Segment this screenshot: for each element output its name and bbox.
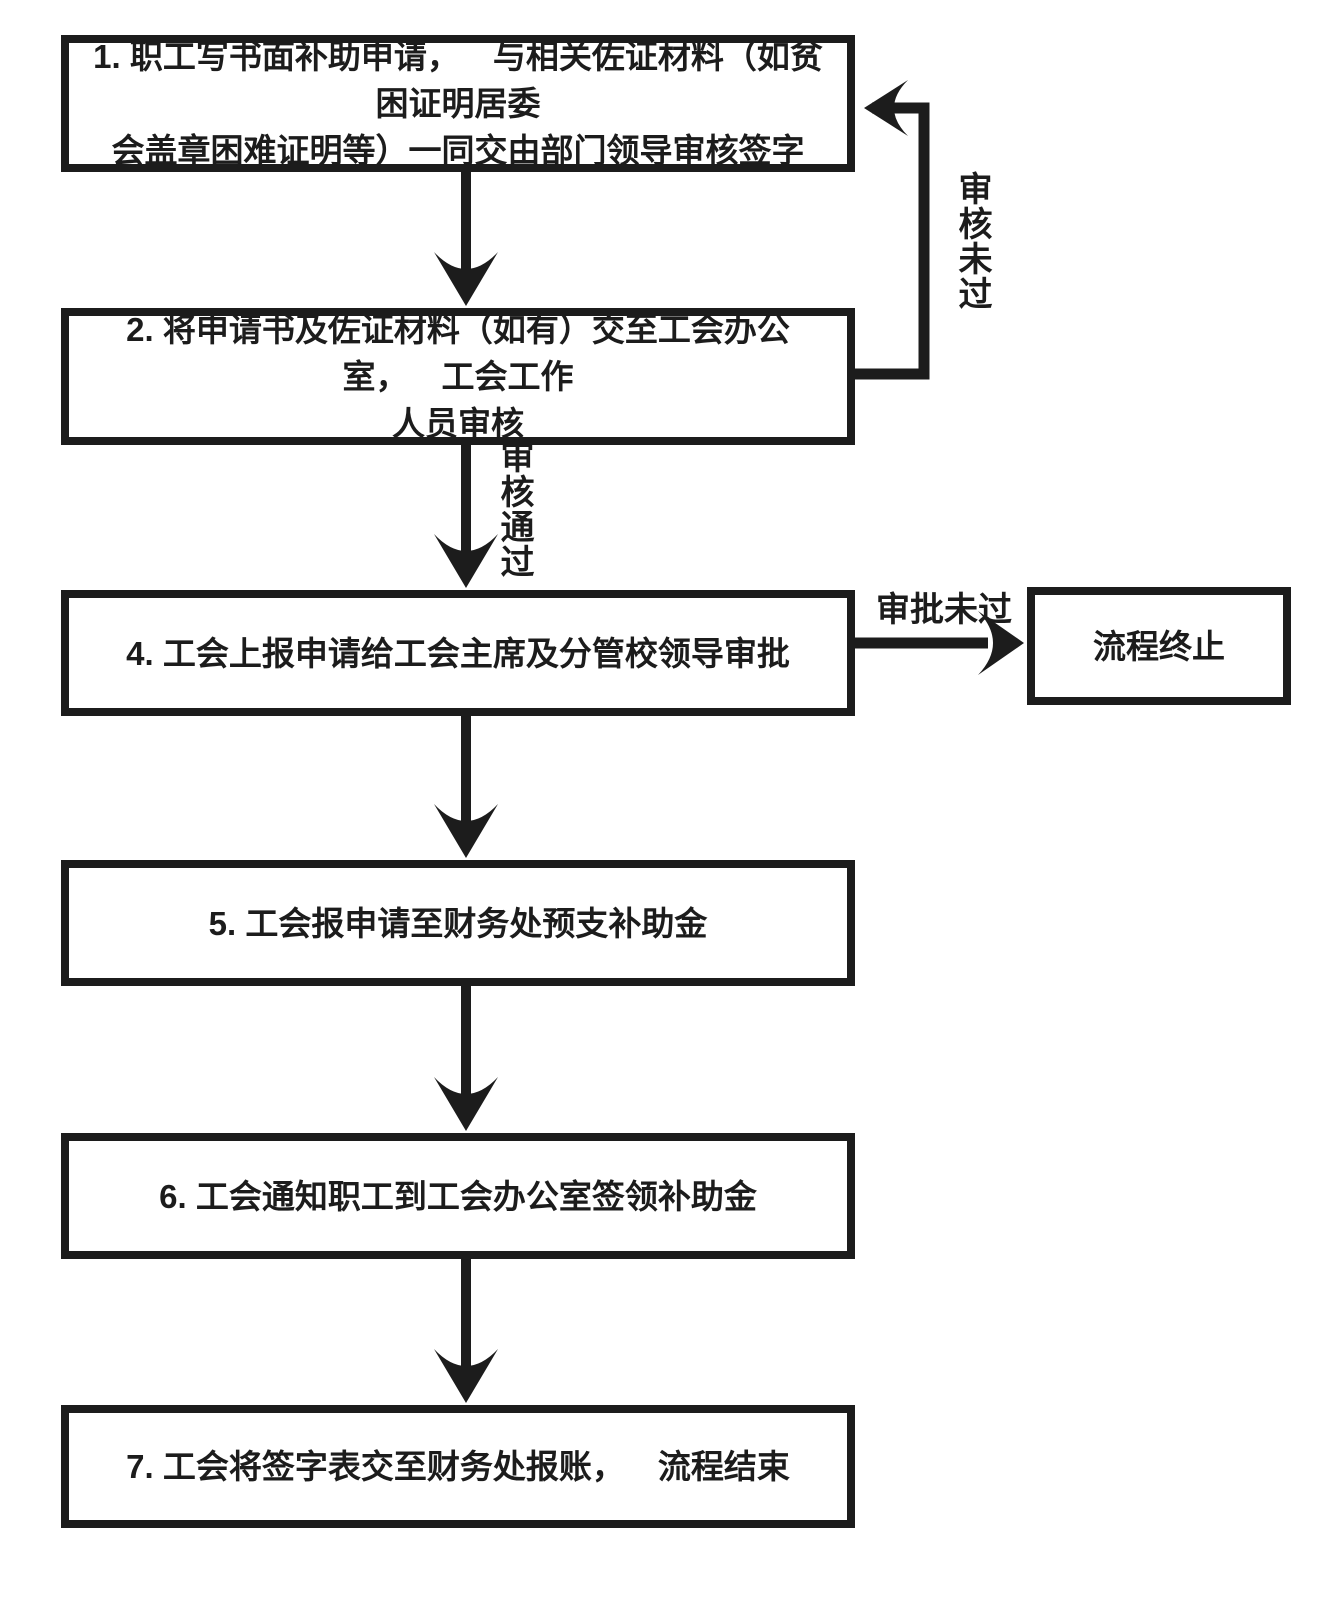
step-4-text: 4. 工会上报申请给工会主席及分管校领导审批 [126, 634, 790, 672]
step-1-text-line-1: 1. 职工写书面补助申请， 与相关佐证材料（如贫困证明居委 [93, 38, 823, 122]
step-7-box: 7. 工会将签字表交至财务处报账， 流程结束 [61, 1405, 855, 1528]
terminate-text: 流程终止 [1093, 627, 1225, 665]
arrow-step4-to-step5 [434, 714, 498, 858]
arrow-step5-to-step6 [434, 986, 498, 1131]
arrow-step2-to-step1-feedback [855, 80, 930, 380]
step-5-box: 5. 工会报申请至财务处预支补助金 [61, 860, 855, 986]
terminate-box: 流程终止 [1027, 587, 1291, 705]
step-2-text-line-2: 人员审核 [392, 405, 524, 442]
arrow-step1-to-step2 [434, 170, 498, 306]
step-4-box: 4. 工会上报申请给工会主席及分管校领导审批 [61, 590, 855, 716]
label-approval-failed: 审批未过 [876, 591, 1012, 629]
step-7-text: 7. 工会将签字表交至财务处报账， 流程结束 [126, 1448, 790, 1485]
step-2-text-line-1: 2. 将申请书及佐证材料（如有）交至工会办公室， 工会工作 [126, 311, 790, 395]
step-6-text: 6. 工会通知职工到工会办公室签领补助金 [159, 1177, 757, 1215]
arrow-step6-to-step7 [434, 1259, 498, 1403]
arrow-step4-to-terminate [853, 611, 1024, 675]
step-1-box: 1. 职工写书面补助申请， 与相关佐证材料（如贫困证明居委 会盖章困难证明等）一… [61, 35, 855, 172]
step-1-text-line-2: 会盖章困难证明等）一同交由部门领导审核签字 [111, 132, 805, 169]
arrow-step2-to-step4 [434, 443, 498, 588]
step-6-box: 6. 工会通知职工到工会办公室签领补助金 [61, 1133, 855, 1259]
step-5-text: 5. 工会报申请至财务处预支补助金 [208, 904, 708, 942]
step-2-box: 2. 将申请书及佐证材料（如有）交至工会办公室， 工会工作 人员审核 [61, 308, 855, 445]
label-review-failed: 审核未过 [953, 171, 991, 311]
label-review-passed: 审核通过 [495, 439, 533, 579]
